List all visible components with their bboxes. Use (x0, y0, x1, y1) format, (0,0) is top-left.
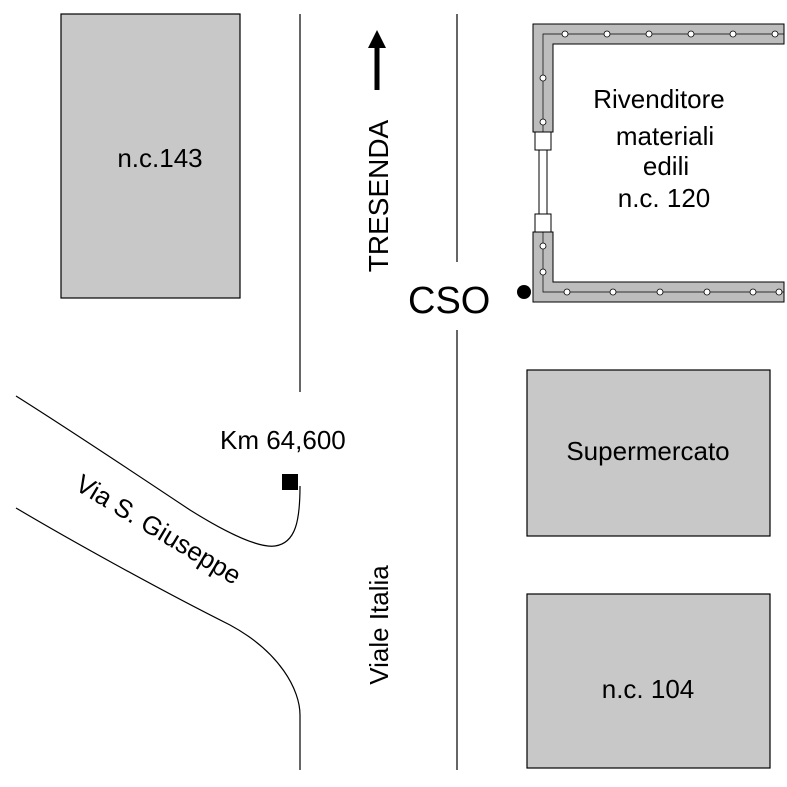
rivenditore-wall (532, 23, 785, 303)
label-viale-italia: Viale Italia (364, 565, 394, 685)
label-via-giuseppe: Via S. Giuseppe (71, 468, 247, 590)
label-rivenditore-line1: Rivenditore (593, 84, 725, 114)
label-nc104: n.c. 104 (602, 674, 695, 704)
label-rivenditore-line2: materiali (616, 121, 714, 151)
label-km: Km 64,600 (220, 425, 346, 455)
label-supermercato: Supermercato (566, 436, 729, 466)
north-arrow-icon (368, 30, 386, 90)
label-rivenditore-line3: edili (643, 151, 689, 181)
building-supermercato (526, 369, 771, 537)
building-nc104 (526, 593, 771, 769)
gate (538, 149, 548, 215)
dot-icon (517, 285, 531, 299)
road-edge-via-giuseppe-south (15, 507, 301, 770)
gate-post-upper (534, 131, 552, 151)
label-tresenda: TRESENDA (363, 119, 394, 272)
square-marker-icon (282, 474, 298, 490)
road-edge-via-giuseppe-north (15, 395, 301, 547)
gate-post-lower (534, 213, 552, 233)
label-cso: CSO (408, 280, 490, 322)
label-nc143: n.c.143 (117, 143, 202, 173)
building-nc143 (60, 13, 241, 299)
label-rivenditore-line4: n.c. 120 (618, 183, 711, 213)
